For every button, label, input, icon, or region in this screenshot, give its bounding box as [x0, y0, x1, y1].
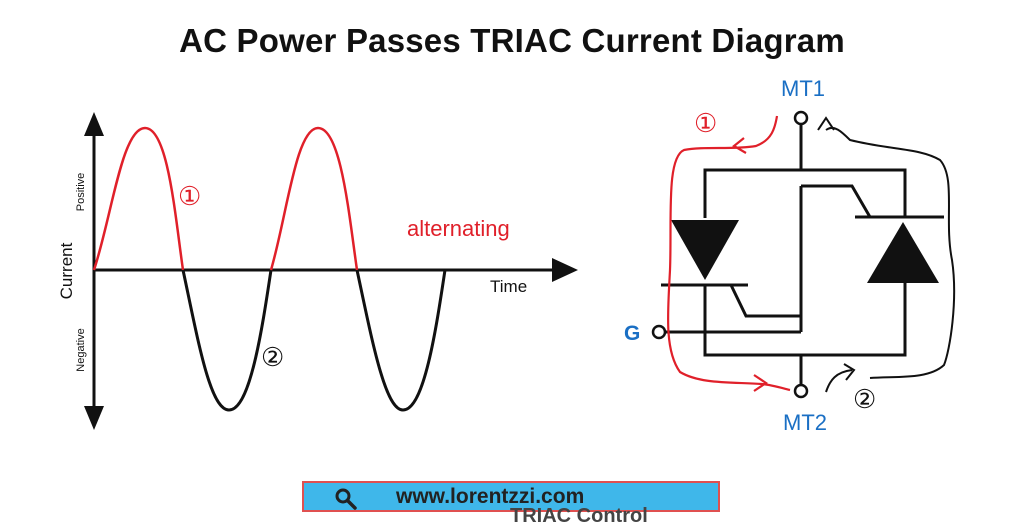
page-title: AC Power Passes TRIAC Current Diagram: [179, 22, 845, 59]
negative-half-cycle-2: [355, 269, 447, 412]
positive-label: Positive: [75, 173, 87, 212]
x-axis-label: Time: [490, 277, 527, 296]
negative-cycle-marker: ②: [261, 342, 284, 372]
website-url[interactable]: www.lorentzzi.com: [396, 485, 585, 508]
right-diode-triangle: [867, 222, 939, 283]
current-path-1-arrow-top: [732, 137, 747, 154]
frame-top-rail: [703, 168, 907, 218]
waveform-diagram: Current Positive Negative Time alternati…: [57, 112, 578, 430]
mt2-terminal: [793, 383, 809, 399]
mt2-label: MT2: [783, 410, 827, 435]
current-path-2: [825, 126, 956, 393]
negative-label: Negative: [75, 328, 87, 371]
current-path-1: [666, 115, 791, 392]
frame-bottom-rail: [703, 283, 907, 357]
time-axis-arrow: [552, 258, 578, 282]
path-1-marker: ①: [694, 108, 717, 138]
current-path-1-arrow-bottom: [753, 374, 768, 392]
search-icon: [335, 488, 357, 510]
diagram-canvas: Current Positive Negative Time alternati…: [57, 76, 956, 435]
internal-path-right: [801, 184, 872, 218]
positive-half-cycle-2: [269, 126, 359, 271]
triac-schematic: MT1 MT2 G ① ②: [624, 76, 956, 435]
positive-half-cycle-1: [92, 126, 185, 271]
mt1-label: MT1: [781, 76, 825, 101]
current-path-2-arrow-bottom: [843, 363, 856, 381]
path-2-marker: ②: [853, 384, 876, 414]
left-diode-triangle: [671, 220, 739, 280]
current-path-2-arrow-top: [817, 116, 835, 131]
y-axis-label: Current: [57, 242, 76, 299]
current-axis-arrow-down: [84, 406, 104, 430]
current-axis-arrow-up: [84, 112, 104, 136]
internal-path-left: [729, 284, 801, 318]
mt1-terminal: [793, 110, 809, 126]
positive-cycle-marker: ①: [178, 181, 201, 211]
clipped-footer-text: TRIAC Control: [510, 505, 648, 527]
negative-half-cycle-1: [181, 269, 273, 412]
alternating-annotation: alternating: [407, 216, 510, 241]
gate-terminal: [651, 324, 667, 340]
website-banner: www.lorentzzi.com: [302, 481, 720, 512]
gate-label: G: [624, 322, 640, 345]
